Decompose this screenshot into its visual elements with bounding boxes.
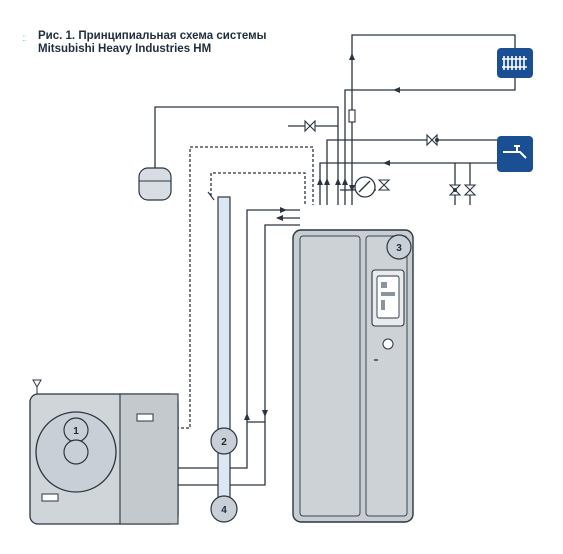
arrow-down-1 [349,185,355,192]
arrow-left-1 [393,87,400,93]
arrow-up-2 [317,178,323,185]
arrow-up-5 [342,178,348,185]
callout-2: 2 [210,427,238,455]
radiator-icon [497,48,533,78]
antenna-icon [32,379,42,389]
caption-title-line2: Mitsubishi Heavy Industries HM [38,43,212,55]
expansion-tank-line [154,106,339,205]
arrow-left-2 [383,160,390,166]
callout-3-label: 3 [396,243,402,254]
radiator-return-line [344,77,516,205]
expansion-tank [138,167,172,201]
callout-4: 4 [210,495,238,523]
arrow-up-4 [335,178,341,185]
valve-horizontal [304,119,316,133]
valve-fill-right [463,184,477,196]
valve-hot-water [426,133,438,147]
arrow-left-3 [276,215,283,221]
arrow-up-6 [244,413,250,420]
valve-center-dot [435,138,439,142]
caption-bullet-icon: :: [22,33,26,44]
callout-2-label: 2 [221,437,227,448]
dashed-line-inner [210,172,306,205]
dashed-line-outer [176,146,314,429]
callout-4-label: 4 [221,505,227,516]
fill-valve-line [454,163,471,205]
fill-valve-dot [453,188,457,192]
valves [304,109,477,196]
figure-caption: :: Рис. 1. Принципиальная схема системы … [22,30,266,56]
arrow-up-1 [349,53,355,60]
indoor-unit: 3 [292,229,414,523]
vertical-tank [207,191,231,520]
supply-line-outdoor [176,209,300,469]
arrow-down-2 [262,410,268,417]
valve-safety [377,179,391,191]
radiator-supply-line [351,34,516,205]
arrow-right-1 [280,207,287,213]
flow-arrows [244,53,400,420]
pressure-gauge-icon [354,176,376,198]
figure-number: Рис. 1. [38,30,76,42]
tap-icon [497,136,533,172]
cold-water-line [319,162,497,205]
arrow-up-3 [324,178,330,185]
return-line-outdoor [176,224,300,486]
outdoor-unit: 1 [29,379,179,525]
callout-1-label: 1 [73,426,79,437]
sensor-block [348,109,356,123]
caption-title-line1: Принципиальная схема системы [78,30,267,42]
